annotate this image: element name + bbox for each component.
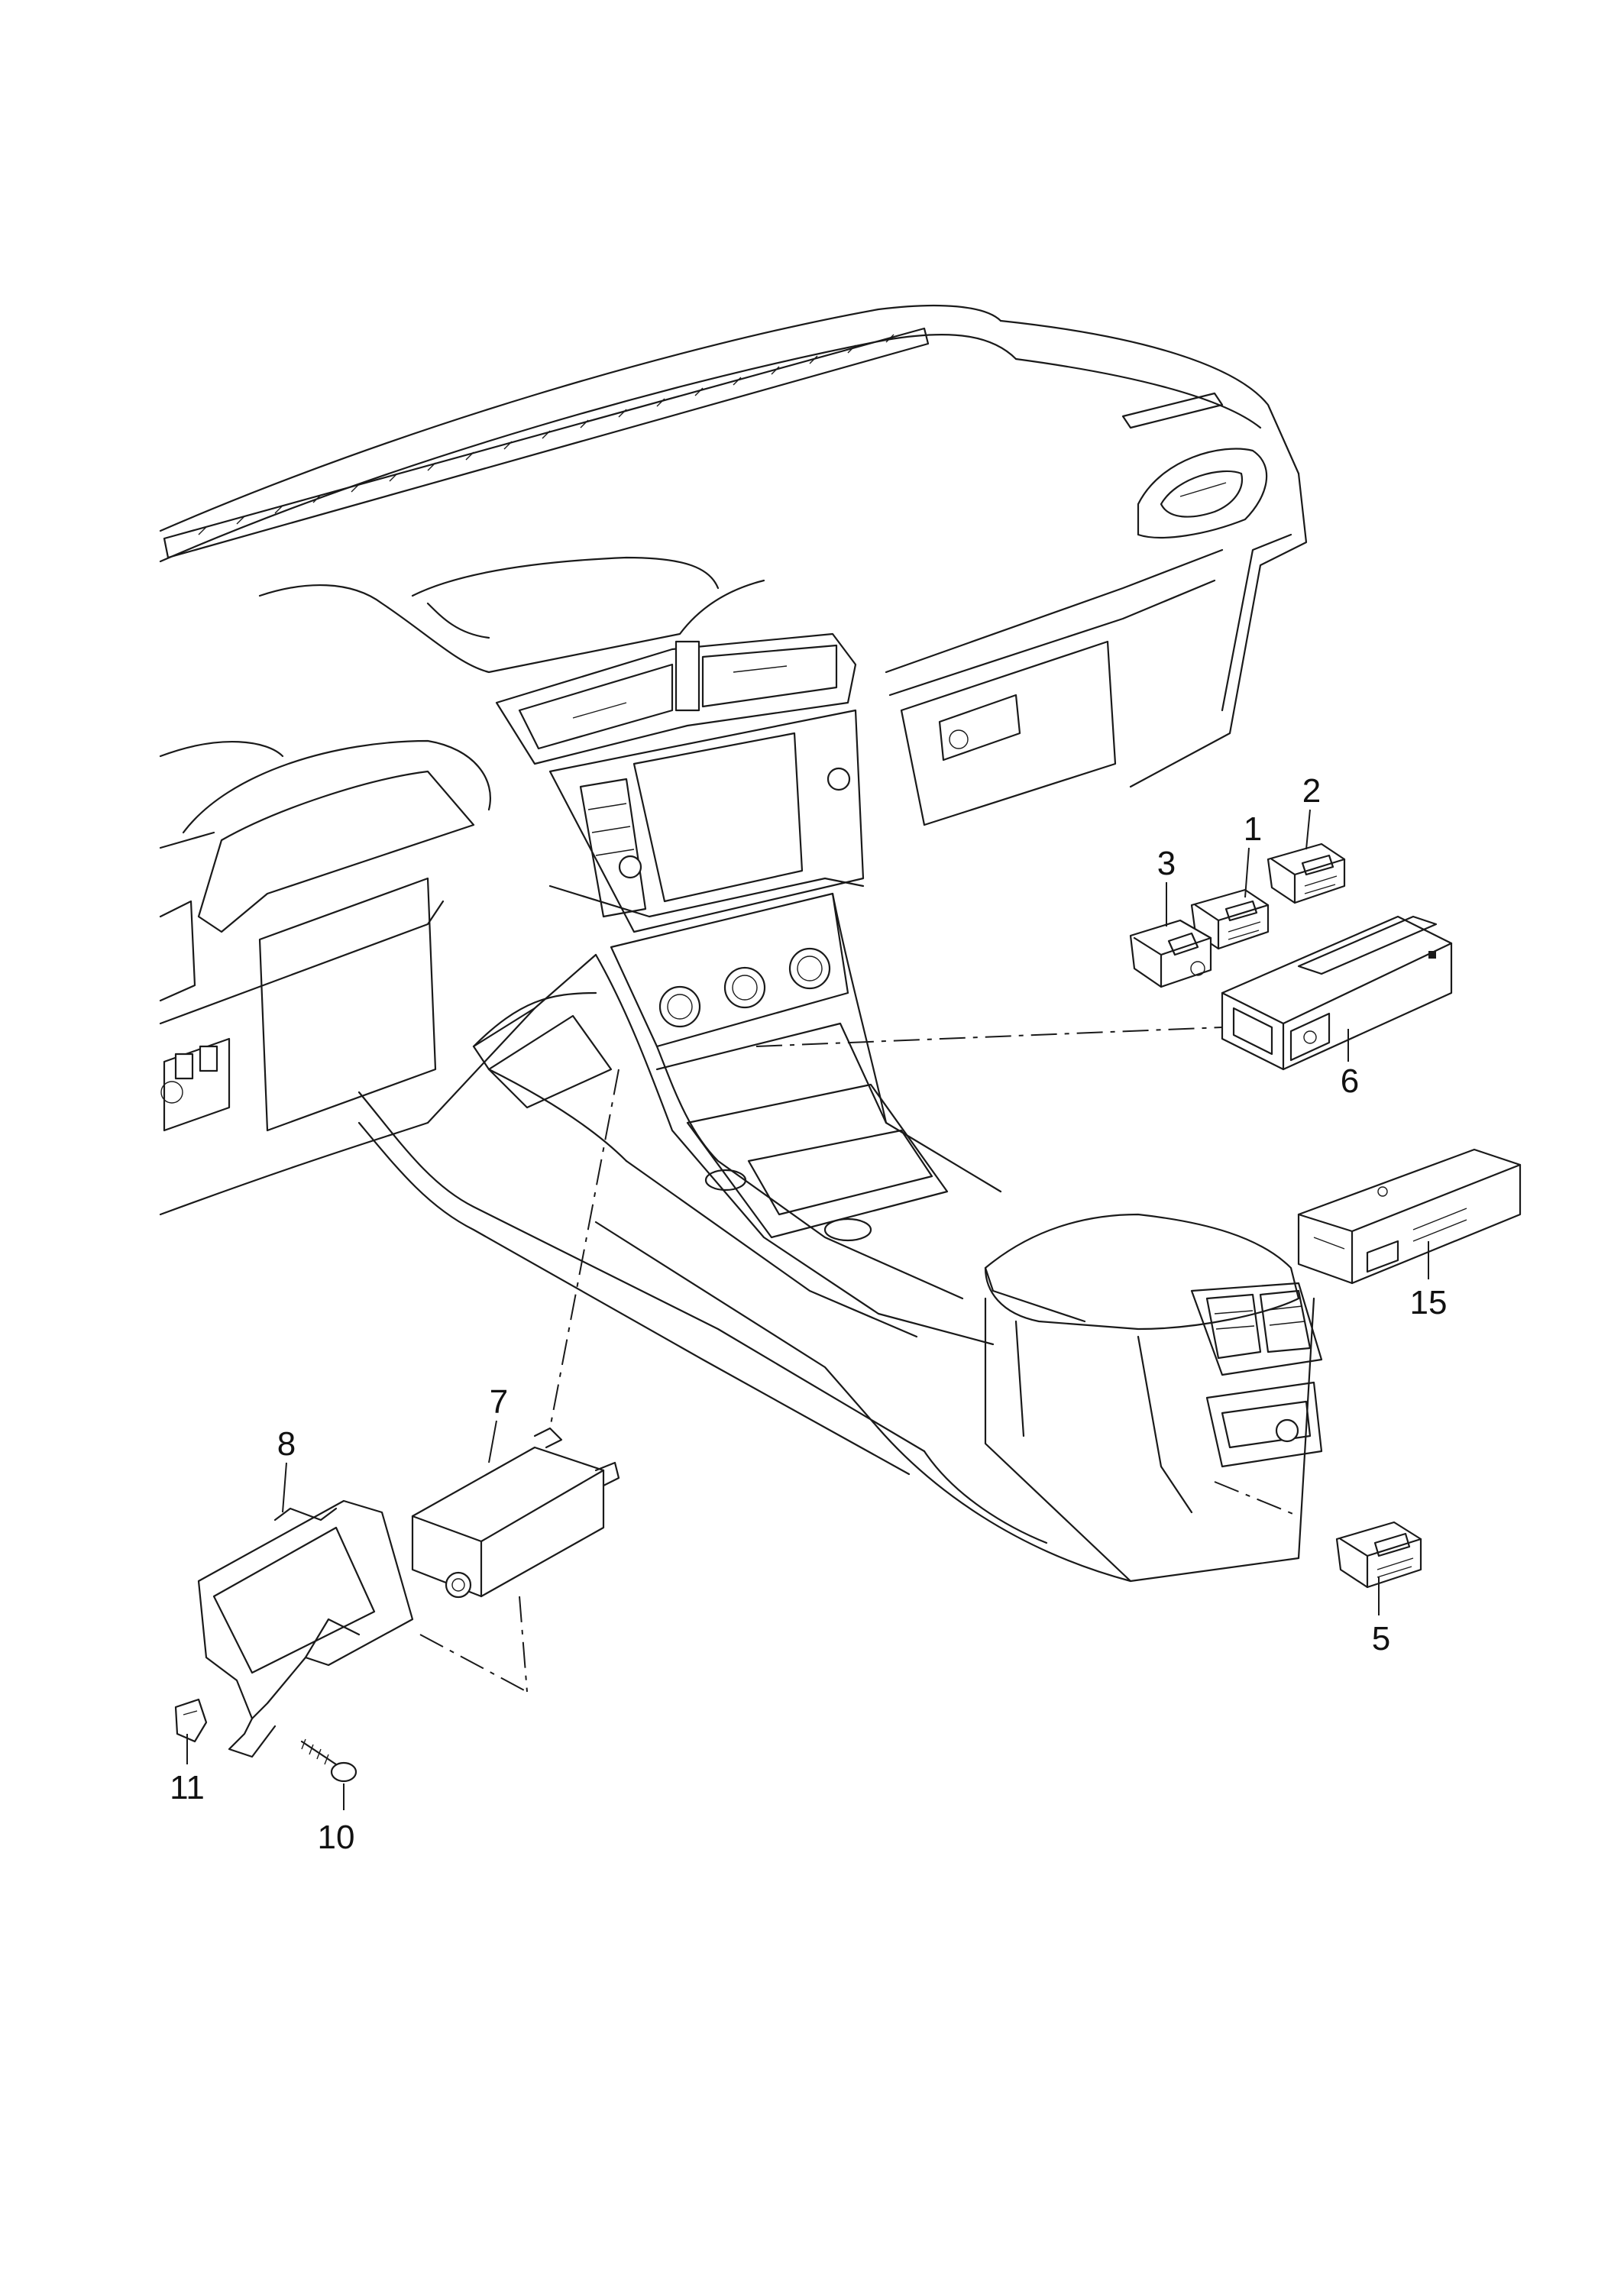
glovebox-latch-icon xyxy=(938,694,1021,762)
part-label-5: 5 xyxy=(1372,1620,1390,1657)
center-air-vent-icon xyxy=(495,632,857,765)
rear-air-vent-icon xyxy=(1190,1282,1323,1376)
part-5-usb-socket-icon xyxy=(1335,1521,1422,1589)
part-label-10: 10 xyxy=(318,1819,355,1856)
assembly-lines xyxy=(419,1027,1299,1693)
right-air-vent-icon xyxy=(1137,448,1268,538)
part-label-15: 15 xyxy=(1410,1284,1448,1321)
part-labels: 1 2 3 6 15 5 7 8 11 10 xyxy=(170,772,1447,1856)
part-8-bracket-icon xyxy=(197,1499,414,1758)
part-2-usb-socket-icon xyxy=(1267,842,1346,904)
part-6-socket-holder-icon xyxy=(1221,915,1453,1071)
part-label-7: 7 xyxy=(490,1383,508,1421)
cup-holder-icon xyxy=(704,1129,933,1242)
dashboard-illustration xyxy=(159,304,1323,1583)
part-11-clip-nut-icon xyxy=(174,1698,208,1743)
part-label-1: 1 xyxy=(1244,810,1262,848)
light-switch-panel-icon xyxy=(160,1037,231,1132)
part-label-11: 11 xyxy=(170,1769,205,1806)
part-label-8: 8 xyxy=(277,1425,296,1463)
infotainment-screen-icon xyxy=(548,709,865,933)
climate-control-panel-icon xyxy=(610,892,849,1048)
part-1-usb-socket-icon xyxy=(1190,888,1270,950)
part-label-2: 2 xyxy=(1302,772,1321,810)
part-7-control-unit-icon xyxy=(411,1427,620,1599)
part-label-3: 3 xyxy=(1157,845,1176,882)
armrest-icon xyxy=(984,1213,1300,1331)
defrost-vent-icon xyxy=(163,327,1224,559)
part-3-aux-socket-icon xyxy=(1129,919,1212,988)
leader-lines xyxy=(186,809,1429,1810)
part-10-screw-icon xyxy=(300,1738,357,1783)
part-label-6: 6 xyxy=(1341,1062,1359,1100)
part-15-usb-hub-icon xyxy=(1297,1148,1522,1285)
